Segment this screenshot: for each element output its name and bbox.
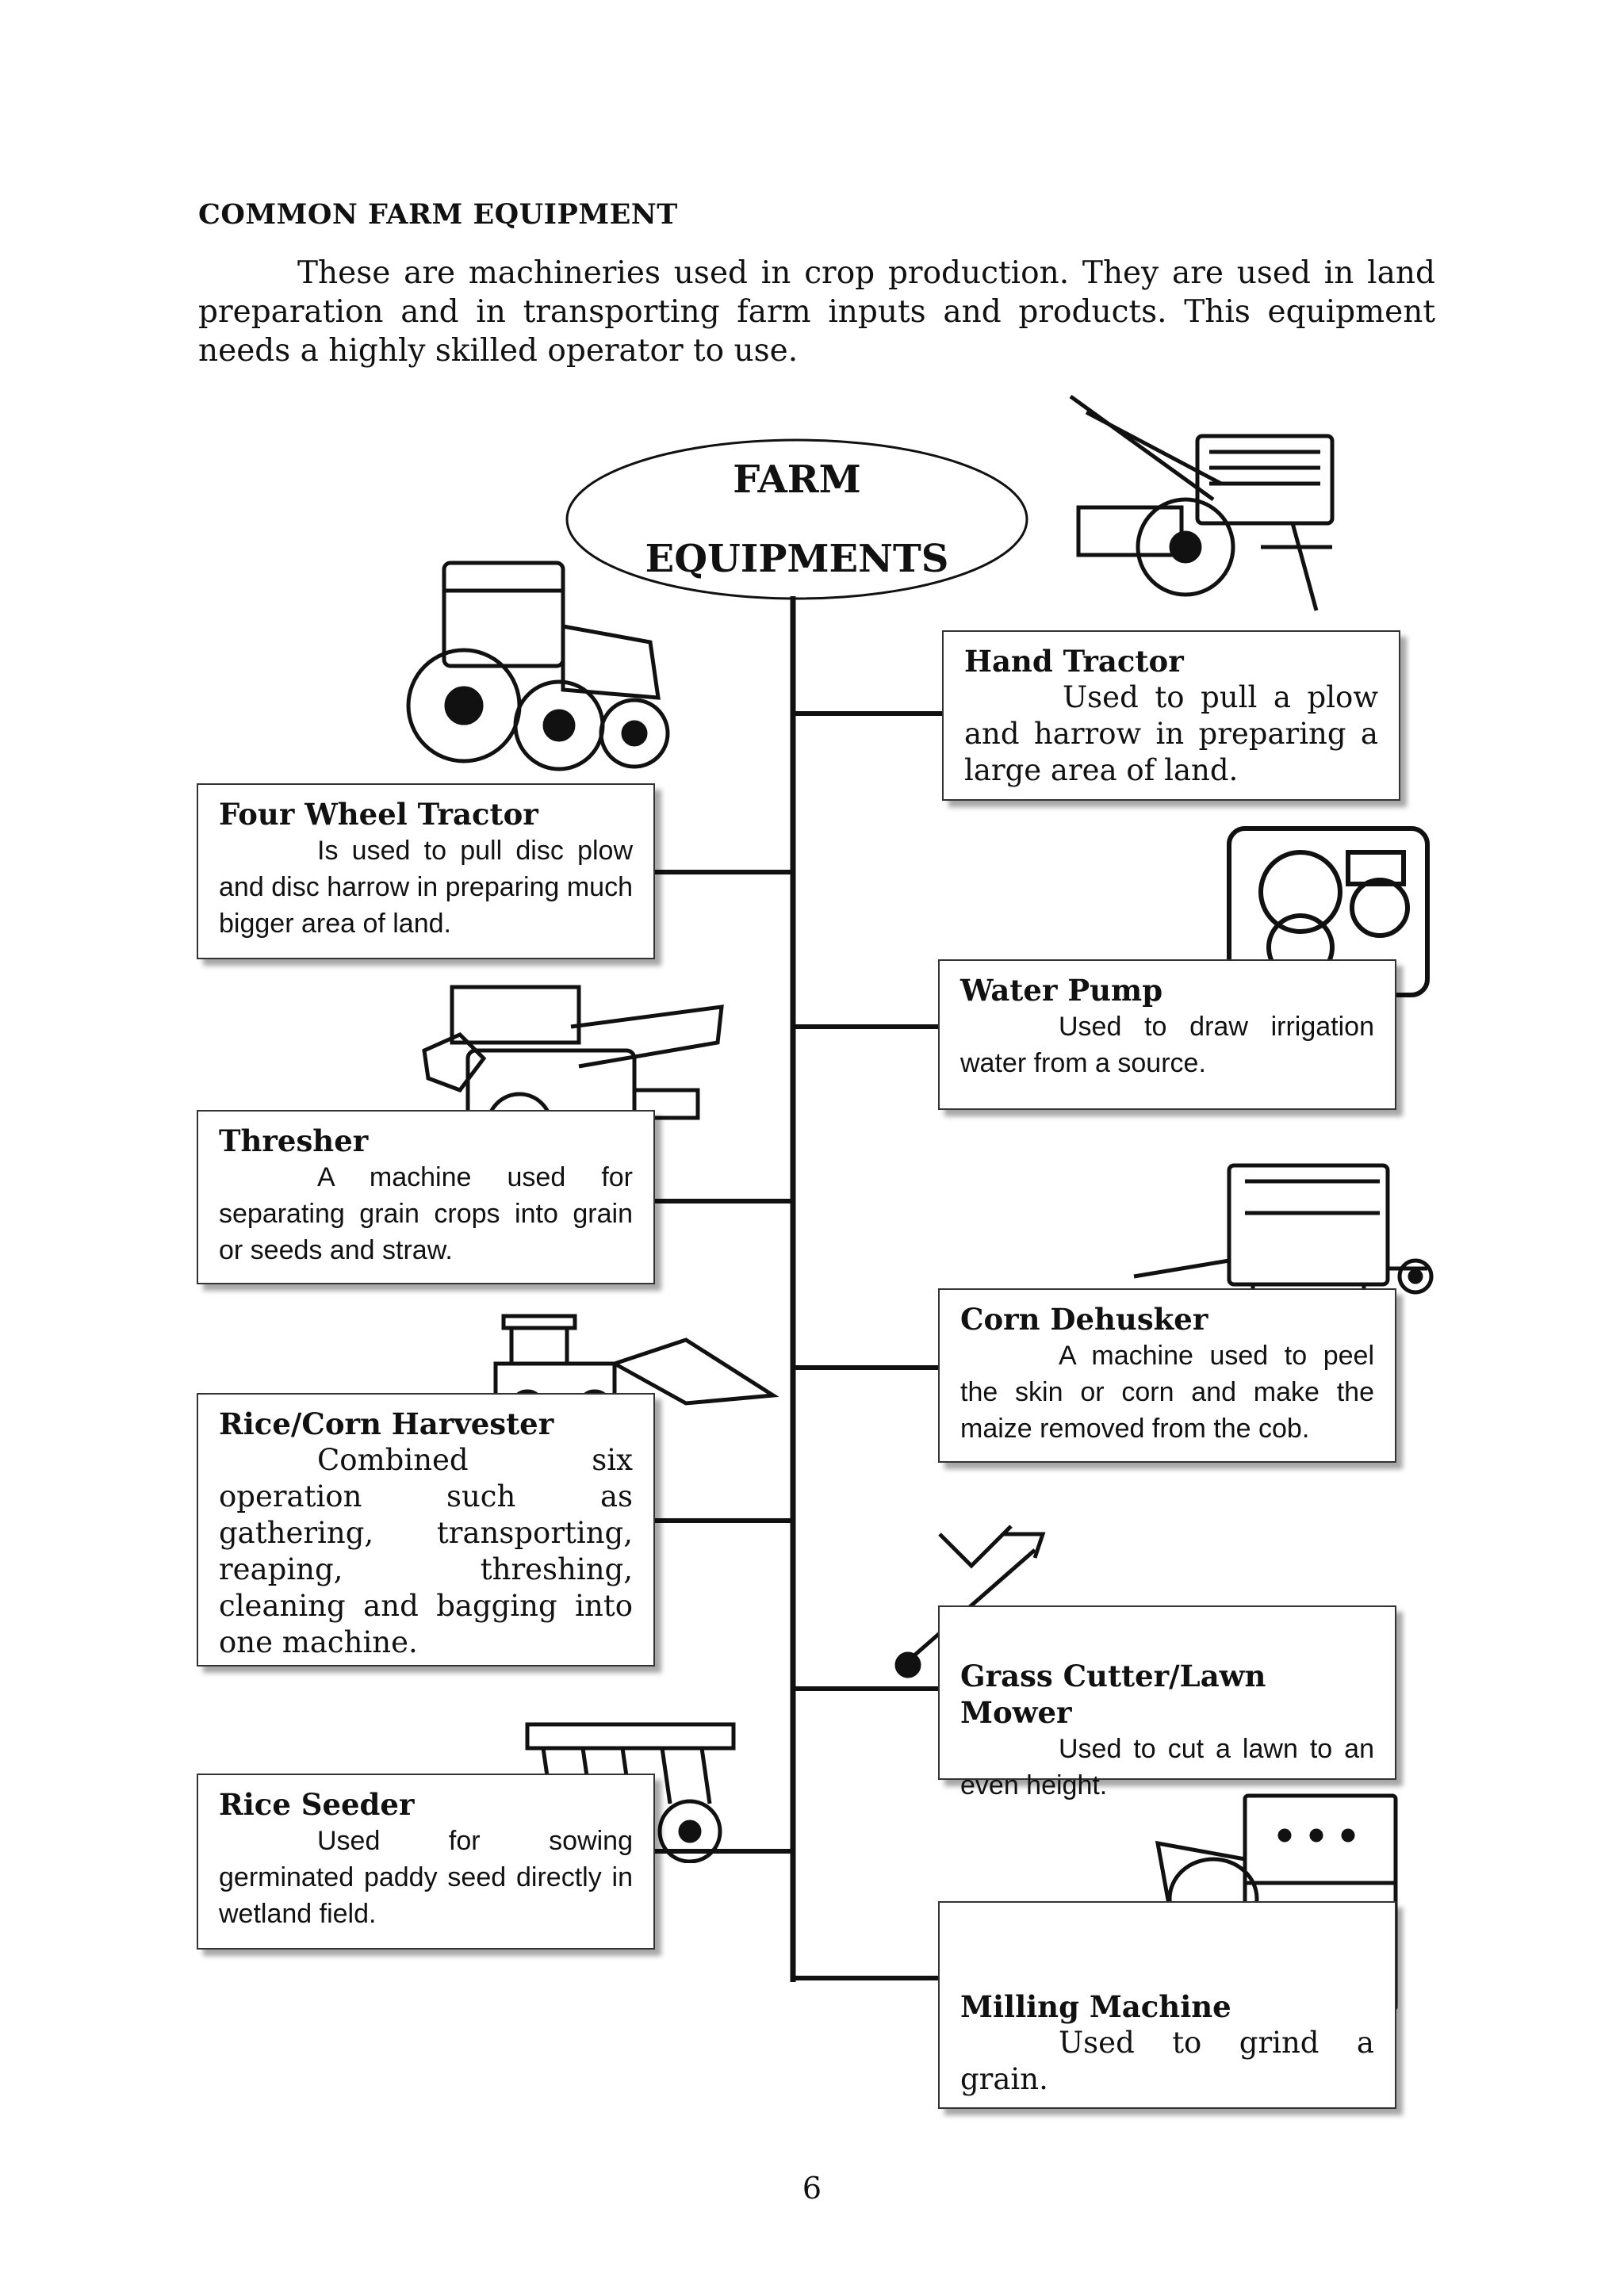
hand-tractor-desc: Used to pull a plow and harrow in prepar…: [964, 680, 1378, 787]
thresher-title: Thresher: [219, 1123, 369, 1158]
box-harvester: Rice/Corn Harvester Combined six operati…: [197, 1393, 655, 1667]
intro-text: These are machineries used in crop produ…: [198, 255, 1435, 369]
corn-dehusker-desc: A machine used to peel the skin or corn …: [960, 1341, 1374, 1444]
corn-dehusker-title: Corn Dehusker: [960, 1302, 1208, 1337]
box-four-wheel-tractor: Four Wheel Tractor Is used to pull disc …: [197, 783, 655, 959]
water-pump-title: Water Pump: [960, 973, 1163, 1008]
center-ellipse: [565, 438, 1028, 600]
harvester-desc: Combined six operation such as gathering…: [219, 1443, 633, 1659]
center-title: FARM EQUIPMENTS: [567, 440, 1027, 595]
rice-seeder-title: Rice Seeder: [219, 1787, 415, 1822]
box-rice-seeder: Rice Seeder Used for sowing germinated p…: [197, 1774, 655, 1950]
four-wheel-tractor-icon: [406, 561, 670, 771]
thresher-desc: A machine used for separating grain crop…: [219, 1162, 633, 1265]
box-milling-machine: Milling Machine Used to grind a grain.: [938, 1901, 1396, 2109]
hand-tractor-title: Hand Tractor: [964, 644, 1184, 679]
four-wheel-tractor-desc: Is used to pull disc plow and disc harro…: [219, 836, 633, 939]
four-wheel-tractor-title: Four Wheel Tractor: [219, 797, 538, 832]
milling-machine-desc: Used to grind a grain.: [960, 2026, 1374, 2096]
box-corn-dehusker: Corn Dehusker A machine used to peel the…: [938, 1288, 1396, 1463]
center-title-line1: FARM: [733, 457, 861, 502]
box-water-pump: Water Pump Used to draw irrigation water…: [938, 959, 1396, 1110]
grass-cutter-title: Grass Cutter/Lawn Mower: [960, 1659, 1266, 1730]
page-number: 6: [802, 2171, 822, 2206]
harvester-title: Rice/Corn Harvester: [219, 1406, 554, 1441]
corn-dehusker-icon: [1133, 1163, 1434, 1320]
section-heading: COMMON FARM EQUIPMENT: [198, 198, 678, 231]
box-grass-cutter: Grass Cutter/Lawn Mower Used to cut a la…: [938, 1605, 1396, 1800]
water-pump-desc: Used to draw irrigation water from a sou…: [960, 1012, 1374, 1078]
center-title-line2: EQUIPMENTS: [645, 537, 949, 581]
milling-machine-title: Milling Machine: [960, 1989, 1231, 2024]
rice-seeder-desc: Used for sowing germinated paddy seed di…: [219, 1826, 633, 1929]
intro-paragraph: These are machineries used in crop produ…: [198, 254, 1435, 370]
hand-tractor-icon: [1069, 394, 1335, 611]
box-hand-tractor: Hand Tractor Used to pull a plow and har…: [942, 630, 1400, 801]
box-thresher: Thresher A machine used for separating g…: [197, 1110, 655, 1284]
grass-cutter-desc: Used to cut a lawn to an even height.: [960, 1734, 1374, 1800]
